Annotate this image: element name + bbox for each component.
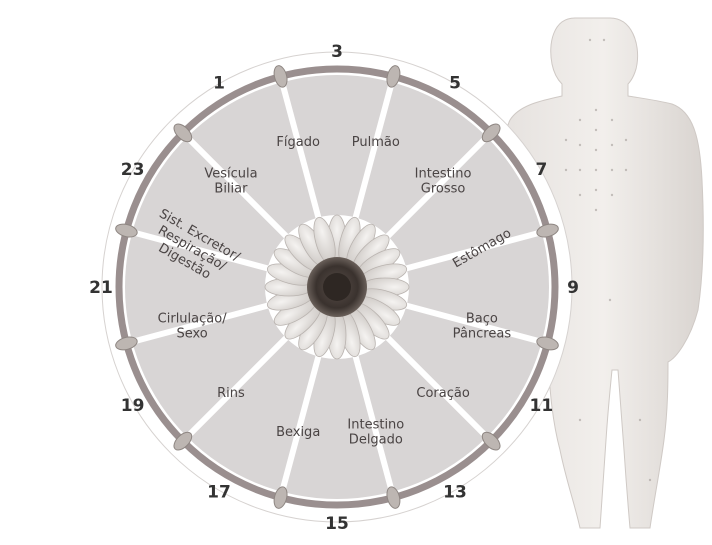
organ-label: Pulmão	[352, 135, 400, 150]
hour-label: 17	[207, 482, 231, 502]
organ-label: IntestinoDelgado	[347, 417, 404, 447]
organ-label-line: Cirlulação/	[158, 311, 228, 326]
organ-label-line: Pâncreas	[453, 326, 512, 341]
organ-label-line: Bexiga	[276, 425, 320, 440]
organ-label: Fígado	[276, 135, 320, 150]
organ-label-line: Sexo	[176, 326, 207, 341]
hour-label: 11	[530, 396, 554, 416]
organ-label: Bexiga	[276, 425, 320, 440]
organ-label-line: Rins	[217, 386, 245, 401]
sunflower-core	[323, 273, 351, 301]
organ-label-line: Delgado	[349, 432, 403, 447]
hour-label: 9	[567, 278, 579, 298]
organ-label-line: Grosso	[421, 181, 466, 196]
hour-label: 1	[213, 74, 225, 94]
hour-label: 3	[331, 42, 343, 62]
organ-label-line: Fígado	[276, 135, 320, 150]
hour-label: 23	[121, 160, 145, 180]
organ-label-line: Intestino	[347, 417, 404, 432]
organ-label-line: Baço	[466, 311, 498, 326]
hour-label: 15	[325, 514, 349, 534]
hour-label: 21	[89, 278, 113, 298]
organ-label: Coração	[416, 386, 469, 401]
organ-label-line: Coração	[416, 386, 469, 401]
organ-label-line: Intestino	[415, 166, 472, 181]
organ-label: Rins	[217, 386, 245, 401]
hour-label: 5	[449, 74, 461, 94]
organ-label-line: Vesícula	[204, 166, 257, 181]
organ-label-line: Pulmão	[352, 135, 400, 150]
organ-label: IntestinoGrosso	[415, 166, 472, 196]
sunflower-icon	[265, 215, 409, 359]
hour-label: 19	[121, 396, 145, 416]
hour-label: 7	[535, 160, 547, 180]
hour-label: 13	[443, 482, 467, 502]
organ-clock-wheel: 3579111315171921231 PulmãoIntestinoGross…	[89, 42, 579, 534]
organ-label-line: Biliar	[214, 181, 248, 196]
